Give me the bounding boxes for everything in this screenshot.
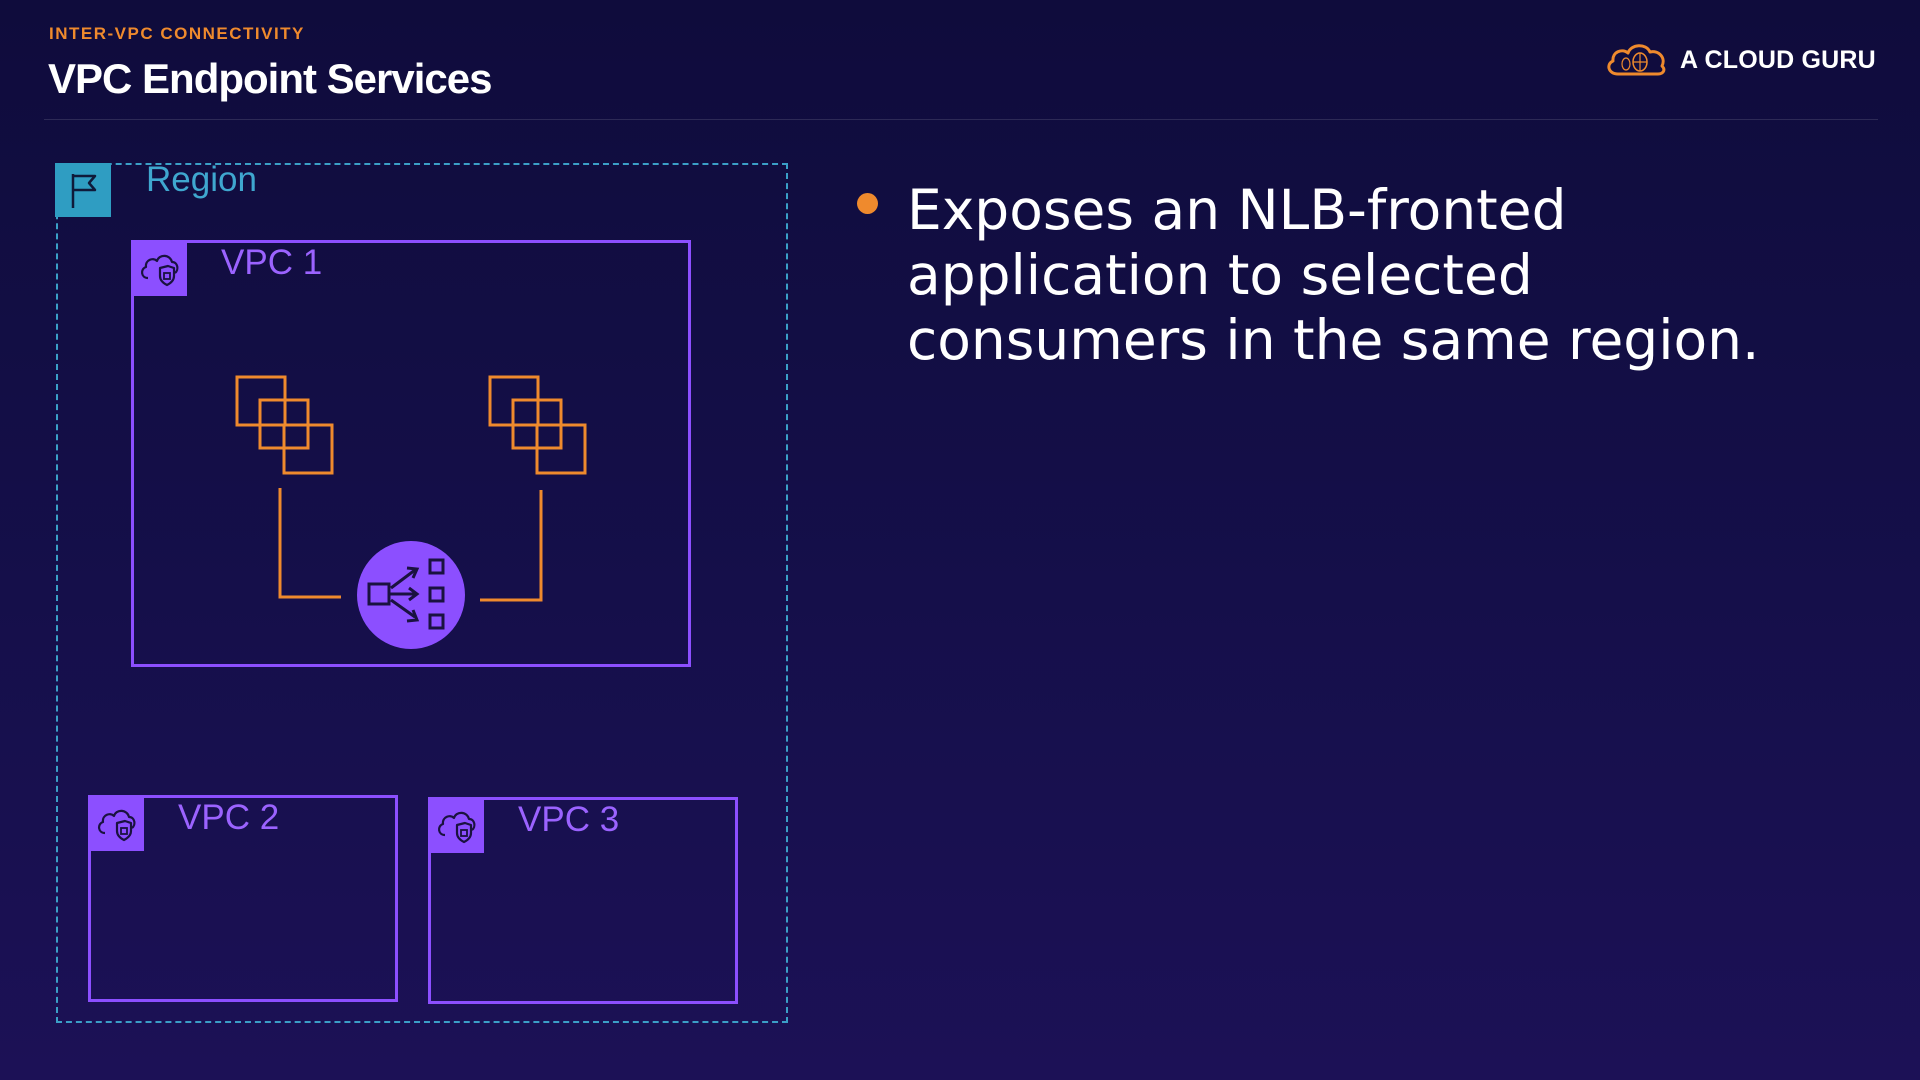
region-flag-icon	[55, 163, 111, 217]
header-divider	[44, 119, 1878, 120]
brand-name: A CLOUD GURU	[1680, 45, 1876, 74]
vpc-3-boundary	[428, 797, 738, 1004]
network-load-balancer-icon	[357, 541, 465, 649]
bullet-text: Exposes an NLB-fronted application to se…	[907, 178, 1760, 372]
cloud-logo-icon	[1607, 44, 1666, 76]
cloud-shield-icon	[88, 795, 144, 851]
brand-logo: A CLOUD GURU	[1604, 38, 1876, 82]
connector-left	[278, 488, 341, 599]
vpc-2-boundary	[88, 795, 398, 1002]
cloud-shield-icon	[131, 240, 187, 296]
vpc-label: VPC 3	[518, 800, 620, 839]
bullet-dot	[857, 193, 878, 214]
section-eyebrow: INTER-VPC CONNECTIVITY	[49, 24, 305, 43]
ec2-instances-icon-right	[488, 375, 587, 475]
slide-title: VPC Endpoint Services	[48, 55, 492, 102]
ec2-instances-icon-left	[235, 375, 334, 475]
region-label: Region	[146, 160, 257, 199]
vpc-label: VPC 2	[178, 798, 280, 837]
region-boundary	[56, 163, 788, 1023]
cloud-shield-icon	[428, 797, 484, 853]
vpc-1-contents	[235, 375, 587, 649]
vpc-1-boundary	[131, 240, 691, 667]
connector-right	[480, 490, 543, 602]
vpc-label: VPC 1	[221, 243, 323, 282]
